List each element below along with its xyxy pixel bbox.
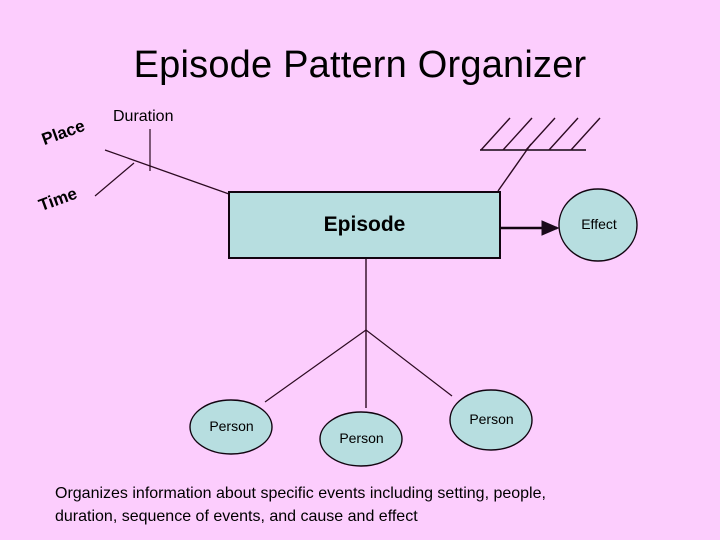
effect-node-label: Effect	[581, 216, 617, 232]
person-ellipse-1[interactable]	[189, 399, 273, 455]
duration-label: Duration	[113, 108, 174, 125]
caption-line-1: Organizes information about specific eve…	[55, 485, 546, 502]
episode-node-label: Episode	[323, 213, 406, 236]
person-ellipse-3[interactable]	[449, 389, 533, 451]
time-connector-line	[94, 162, 135, 197]
sequence-hatch-1	[480, 117, 511, 151]
person-node-label-2: Person	[339, 430, 384, 446]
sequence-hatch-2	[502, 117, 533, 151]
caption: Organizes information about specific eve…	[55, 482, 680, 528]
person-ellipse-2[interactable]	[319, 411, 403, 467]
sequence-hatch-5	[570, 117, 601, 151]
caption-line-2: duration, sequence of events, and cause …	[55, 508, 418, 525]
person-node-label-1: Person	[209, 418, 254, 434]
page-title: Episode Pattern Organizer	[133, 44, 587, 86]
sequence-hatch-3	[525, 117, 556, 151]
person-node-label-3: Person	[469, 411, 514, 427]
place-connector-line	[104, 149, 230, 195]
sequence-stem-line	[497, 143, 532, 192]
effect-ellipse[interactable]	[558, 188, 638, 262]
episode-box[interactable]	[228, 191, 501, 259]
sequence-hatch-4	[548, 117, 579, 151]
person-connector-right	[365, 329, 453, 397]
person-connector-left	[264, 329, 367, 403]
